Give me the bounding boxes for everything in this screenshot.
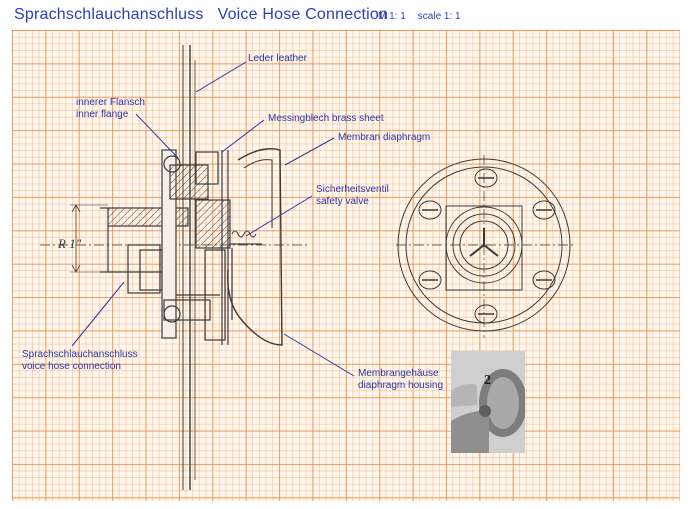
label-hose-connection-de: Sprachschlauchanschluss [22, 349, 138, 360]
label-diaphragm: Membran diaphragm [338, 132, 431, 143]
graph-paper [12, 30, 680, 501]
photo-number: 2 [484, 373, 491, 388]
leader-lines [71, 61, 355, 377]
label-inner-flange-de: innerer Flansch [76, 97, 145, 108]
page-title: Sprachschlauchanschluss Voice Hose Connec… [14, 6, 388, 24]
label-inner-flange-en: inner flange [76, 109, 129, 120]
label-hose-connection-en: voice hose connection [22, 361, 121, 372]
label-safety-valve-de: Sicherheitsventil [316, 184, 389, 195]
label-housing-de: Membrangehäuse [358, 368, 439, 379]
label-brass-sheet: Messingblech brass sheet [268, 113, 384, 124]
scale-note: M 1: 1 scale 1: 1 [378, 11, 461, 22]
label-leather: Leder leather [248, 53, 307, 64]
section-view [40, 45, 310, 490]
scale-english: scale 1: 1 [417, 11, 461, 22]
dimension-label: R 1" [58, 236, 82, 251]
title-english: Voice Hose Connection [217, 6, 389, 23]
front-view [396, 155, 574, 338]
title-german: Sprachschlauchanschluss [14, 6, 204, 23]
label-housing-en: diaphragm housing [358, 380, 444, 391]
photo-sketch [451, 351, 525, 453]
scale-german: M 1: 1 [378, 11, 406, 22]
reference-photo: 2 [451, 351, 525, 453]
label-safety-valve-en: safety valve [316, 196, 369, 207]
